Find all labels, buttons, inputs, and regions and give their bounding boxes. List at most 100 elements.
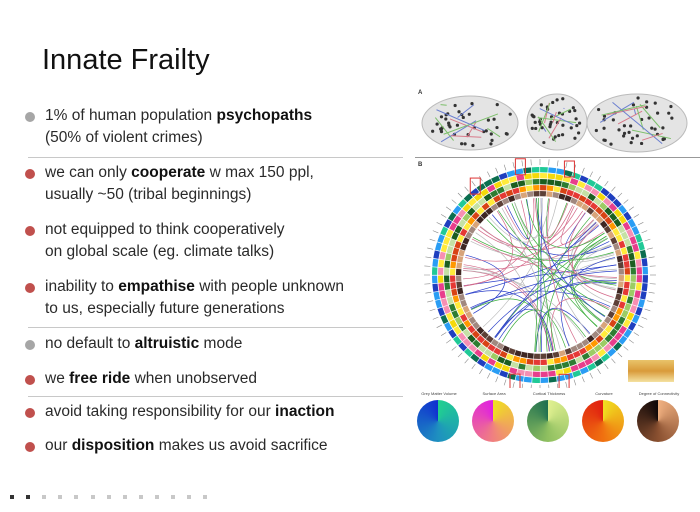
ring-segment bbox=[618, 215, 627, 224]
ring-segment bbox=[641, 283, 648, 292]
ring-segment bbox=[465, 231, 473, 240]
ring-segment bbox=[473, 192, 483, 202]
ring-segment bbox=[581, 352, 591, 361]
ring-segment bbox=[444, 268, 450, 275]
slide-nav-dot[interactable] bbox=[74, 495, 79, 499]
brain-node bbox=[492, 117, 496, 121]
ring-segment bbox=[483, 193, 493, 202]
ring-segment bbox=[481, 202, 490, 211]
ring-segment bbox=[499, 350, 508, 359]
ring-segment bbox=[597, 348, 607, 358]
ring-segment bbox=[525, 185, 533, 192]
slide-nav-dot[interactable] bbox=[203, 495, 208, 499]
ring-segment bbox=[514, 193, 522, 201]
ring-segment bbox=[636, 275, 642, 283]
ring-segment bbox=[456, 234, 465, 243]
brain-edge bbox=[440, 104, 447, 106]
ring-segment bbox=[581, 189, 590, 198]
ring-segment bbox=[456, 281, 463, 289]
brain-edge bbox=[543, 128, 547, 132]
brain-node bbox=[573, 108, 577, 113]
ring-segment bbox=[623, 281, 630, 289]
slide-nav-dot[interactable] bbox=[122, 495, 127, 499]
slide-nav-dot[interactable] bbox=[90, 495, 95, 499]
ring-segment bbox=[587, 348, 597, 357]
brain-node bbox=[639, 141, 644, 146]
ring-segment bbox=[457, 199, 467, 209]
connection-chord bbox=[577, 258, 617, 280]
brain-node bbox=[486, 118, 490, 122]
ring-segment bbox=[572, 191, 581, 200]
ring-segment bbox=[532, 179, 540, 185]
ring-segment bbox=[637, 241, 645, 251]
region-label-tick bbox=[597, 368, 601, 375]
connection-chord bbox=[482, 199, 558, 328]
highlight-box bbox=[558, 373, 570, 388]
slide-nav-dot[interactable] bbox=[106, 495, 111, 499]
bullet-text-part: we can only bbox=[45, 164, 132, 181]
ring-segment bbox=[472, 321, 481, 330]
connection-chord bbox=[463, 264, 617, 287]
ring-segment bbox=[635, 233, 643, 243]
ring-segment bbox=[540, 179, 548, 185]
ring-segment bbox=[445, 229, 454, 238]
ring-segment bbox=[445, 253, 452, 261]
ring-segment bbox=[448, 238, 456, 247]
ring-segment bbox=[579, 366, 589, 375]
ring-segment bbox=[501, 178, 510, 186]
ring-segment bbox=[540, 365, 548, 371]
ring-segment bbox=[458, 322, 467, 332]
brain-edge bbox=[466, 121, 477, 138]
ring-segment bbox=[503, 359, 512, 367]
region-label-tick bbox=[646, 300, 653, 303]
region-label-tick bbox=[617, 192, 623, 198]
brain-edge bbox=[606, 105, 646, 116]
figure-legend-box bbox=[628, 360, 674, 382]
ring-segment bbox=[540, 359, 547, 365]
region-label-tick bbox=[521, 160, 524, 167]
ring-segment bbox=[570, 197, 578, 205]
bullet-dot-icon bbox=[25, 408, 35, 418]
brain-node bbox=[490, 138, 494, 142]
ring-segment bbox=[491, 339, 499, 347]
ring-segment bbox=[499, 370, 509, 378]
ring-segment bbox=[540, 353, 547, 359]
slide-nav-dot[interactable] bbox=[187, 495, 192, 499]
bullet-text-line2: to us, especially future generations bbox=[45, 300, 285, 317]
slide-nav-dot[interactable] bbox=[58, 495, 63, 499]
ring-segment bbox=[617, 281, 624, 288]
brain-node bbox=[602, 126, 606, 130]
ring-segment bbox=[476, 183, 486, 192]
slide-nav-dot[interactable] bbox=[26, 495, 31, 499]
ring-segment bbox=[584, 184, 593, 193]
slide-nav-dot[interactable] bbox=[10, 495, 14, 499]
slide-nav-dot[interactable] bbox=[171, 495, 175, 499]
ring-segment bbox=[621, 309, 629, 319]
ring-segment bbox=[559, 187, 568, 195]
region-label-tick bbox=[648, 291, 655, 294]
brain-edge bbox=[601, 104, 646, 116]
ring-segment bbox=[617, 224, 626, 234]
ring-segment bbox=[524, 173, 532, 180]
slide-nav-dot[interactable] bbox=[42, 495, 47, 499]
slide-nav-dot[interactable] bbox=[154, 495, 159, 499]
ring-segment bbox=[630, 267, 636, 275]
connection-chord bbox=[475, 232, 540, 352]
ring-segment bbox=[449, 319, 458, 329]
ring-segment bbox=[610, 236, 618, 245]
brain-node bbox=[431, 129, 435, 133]
ring-segment bbox=[487, 357, 496, 366]
ring-segment bbox=[491, 175, 501, 184]
brain-node bbox=[622, 134, 626, 138]
ring-segment bbox=[517, 180, 526, 187]
brain-edge bbox=[457, 104, 475, 118]
ring-segment bbox=[561, 181, 570, 189]
region-label-tick bbox=[487, 372, 491, 379]
ring-segment bbox=[642, 275, 648, 283]
region-label-tick bbox=[432, 230, 439, 234]
ring-segment bbox=[438, 267, 444, 275]
slide-nav-dot[interactable] bbox=[138, 495, 143, 499]
ring-segment bbox=[462, 328, 471, 338]
divider bbox=[28, 327, 403, 328]
